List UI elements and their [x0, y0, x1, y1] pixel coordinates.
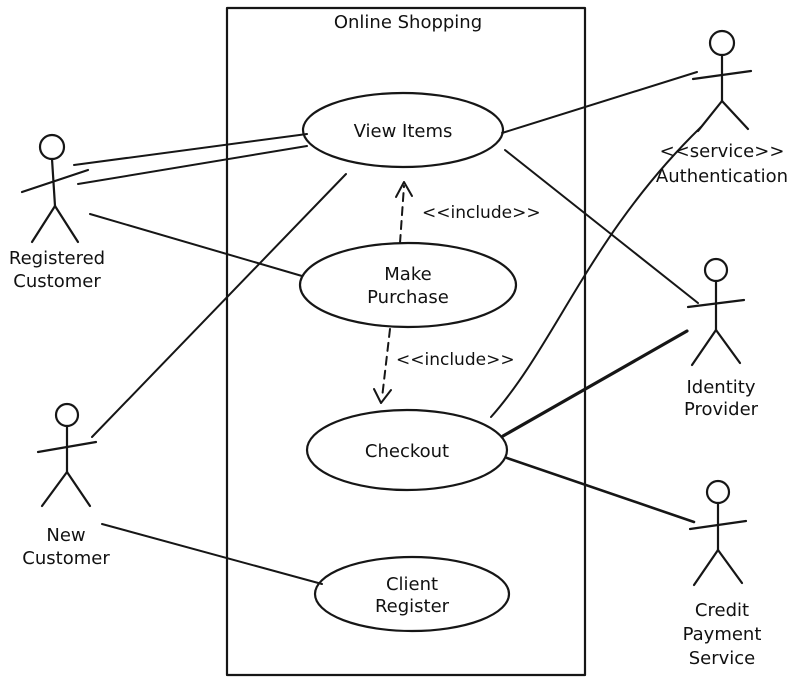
edge-view-items-identity-provider [504, 149, 699, 304]
actor-credit-payment-service: Credit Payment Service [683, 479, 762, 669]
actor-leg-right [720, 99, 750, 131]
include-make-purchase-view-items: <<include>> [395, 181, 541, 244]
actor-label-line1: New [46, 525, 85, 546]
include-make-purchase-checkout: <<include>> [373, 328, 515, 404]
actor-identity-provider: Identity Provider [684, 257, 759, 420]
edge-new-customer-client-register [101, 523, 323, 585]
actor-arms [691, 69, 753, 81]
actor-head [703, 257, 729, 283]
actor-leg-left [692, 548, 720, 587]
system-boundary [225, 6, 587, 677]
actor-leg-left [690, 328, 718, 367]
actor-leg-left [696, 99, 724, 133]
actor-head [705, 479, 731, 505]
use-case-label-line2: Purchase [367, 287, 449, 308]
use-case-ellipse [313, 555, 511, 633]
use-case-label: View Items [354, 121, 453, 142]
actor-head [38, 133, 66, 161]
edge-registered-customer-view-items-a [73, 133, 308, 166]
actor-leg-left [40, 470, 69, 508]
use-case-ellipse [298, 241, 518, 329]
actor-label-line2: Customer [13, 271, 101, 292]
actor-leg-left [30, 204, 57, 244]
actor-label-line2: Payment [683, 624, 762, 645]
actor-leg-right [714, 328, 742, 365]
include-arrowhead [395, 181, 413, 198]
include-arrow-line [381, 328, 391, 399]
use-case-label-line1: Client [386, 574, 438, 595]
actor-arms [686, 298, 746, 309]
actor-label-line1: Registered [9, 248, 105, 269]
edge-registered-customer-view-items-b [77, 145, 308, 185]
actor-label-line3: Service [689, 648, 756, 669]
actor-new-customer: New Customer [22, 402, 110, 569]
actor-label-line1: Identity [687, 377, 756, 398]
actor-head [708, 29, 736, 57]
edge-checkout-credit-payment-service [505, 456, 696, 524]
use-case-label-line1: Make [384, 264, 431, 285]
use-case-checkout: Checkout [305, 408, 509, 492]
edge-view-items-authentication [501, 71, 698, 134]
actor-arms [688, 519, 748, 531]
edge-checkout-identity-provider [501, 329, 689, 438]
actor-label-line2: Provider [684, 399, 759, 420]
use-case-ellipse [301, 91, 505, 169]
edge-registered-customer-make-purchase [89, 213, 303, 277]
use-case-label-line2: Register [375, 596, 450, 617]
edge-checkout-authentication [490, 126, 702, 418]
use-case-client-register: Client Register [313, 555, 511, 633]
use-case-label: Checkout [365, 441, 449, 462]
actor-registered-customer: Registered Customer [9, 133, 105, 292]
actor-leg-right [716, 548, 744, 585]
include-arrow-line [399, 185, 405, 244]
use-case-make-purchase: Make Purchase [298, 241, 518, 329]
include-label: <<include>> [396, 350, 515, 370]
include-arrowhead [373, 388, 392, 404]
actor-leg-right [53, 204, 80, 244]
actor-arms [20, 168, 90, 194]
actor-authentication: <<service>> Authentication [656, 29, 788, 187]
actor-leg-right [65, 470, 92, 508]
actor-stereotype: <<service>> [660, 141, 785, 162]
actor-head [54, 402, 80, 428]
use-case-view-items: View Items [301, 91, 505, 169]
association-lines [73, 71, 702, 585]
actor-arms [36, 440, 98, 454]
actor-label-line1: Credit [695, 600, 749, 621]
use-case-ellipse [305, 408, 509, 492]
edge-new-customer-view-items [91, 173, 347, 438]
actor-label-line2: Customer [22, 548, 110, 569]
system-title: Online Shopping [334, 12, 482, 33]
actor-label: Authentication [656, 166, 788, 187]
include-label: <<include>> [422, 203, 541, 223]
